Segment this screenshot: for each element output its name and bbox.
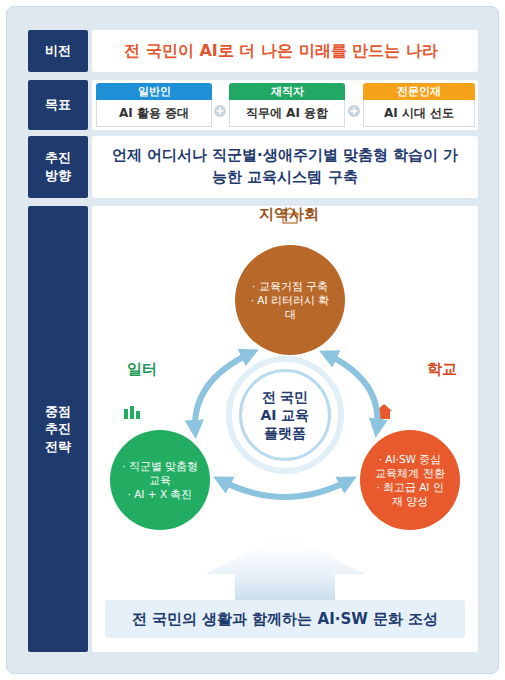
bullet-text: · 교육거점 구축	[252, 279, 328, 293]
vision-text: 전 국민이 AI로 더 나은 미래를 만드는 나라	[124, 41, 437, 62]
goal-tag: 전문인재	[363, 83, 475, 100]
bullet-text: · AI 리터러시 확대	[247, 293, 333, 321]
node-platform: 전 국민 AI 교육 플랫폼	[239, 369, 331, 461]
band-text: 전 국민의 생활과 함께하는 AI·SW 문화 조성	[132, 610, 439, 629]
plus-sign	[214, 105, 226, 117]
node-label: 목표	[28, 80, 88, 130]
node-dir: 언제 어디서나 직군별·생애주기별 맞춤형 학습이 가능한 교육시스템 구축	[92, 136, 478, 198]
circle-heading: 일터	[127, 360, 157, 379]
bullet-text: · AI + X 촉진	[128, 487, 193, 501]
node-label: 비전	[28, 30, 88, 72]
bullet-text: · AI·SW 중심 교육체계 전환	[372, 452, 448, 480]
cycle-arrow	[220, 480, 350, 497]
plus-sign	[348, 105, 360, 117]
row-label: 중점 추진 전략	[37, 403, 79, 456]
row-label: 비전	[45, 42, 71, 60]
node-circle: 지역사회· 교육거점 구축· AI 리터러시 확대	[235, 245, 345, 355]
bullet-text: · 직군별 맞춤형 교육	[122, 459, 198, 487]
goal-text: 직무에 AI 융합	[246, 105, 328, 122]
direction-text: 언제 어디서나 직군별·생애주기별 맞춤형 학습이 가능한 교육시스템 구축	[110, 145, 460, 189]
row-label: 추진 방향	[37, 149, 79, 184]
circle-heading: 학교	[427, 360, 457, 379]
row-label: 목표	[45, 96, 71, 114]
goal-tag: 일반인	[96, 83, 212, 100]
platform-text: 전 국민 AI 교육 플랫폼	[254, 388, 316, 443]
node-goal: 전문인재 AI 시대 선도	[363, 83, 475, 127]
work-icon	[124, 406, 140, 419]
platform-ring	[229, 359, 341, 471]
goal-body: 직무에 AI 융합	[229, 100, 345, 127]
node-circle: 일터· 직군별 맞춤형 교육· AI + X 촉진	[110, 430, 210, 530]
goal-body: AI 시대 선도	[363, 100, 475, 127]
cycle-arrow	[326, 354, 377, 430]
goal-tag: 재직자	[229, 83, 345, 100]
goal-body: AI 활용 증대	[96, 100, 212, 127]
node-goal: 일반인 AI 활용 증대	[96, 83, 212, 127]
bullet-text: · 최고급 AI 인재 양성	[372, 480, 448, 508]
goal-text: AI 활용 증대	[119, 105, 189, 122]
node-vision: 전 국민이 AI로 더 나은 미래를 만드는 나라	[92, 30, 478, 72]
node-circle: 학교· AI·SW 중심 교육체계 전환· 최고급 AI 인재 양성	[360, 430, 460, 530]
node-band: 전 국민의 생활과 함께하는 AI·SW 문화 조성	[105, 600, 465, 638]
node-label: 추진 방향	[28, 136, 88, 198]
node-goal: 재직자직무에 AI 융합	[229, 83, 345, 127]
up-arrow	[205, 534, 365, 600]
circle-heading: 지역사회	[259, 205, 319, 224]
node-label: 중점 추진 전략	[28, 206, 88, 652]
goal-text: AI 시대 선도	[384, 105, 454, 122]
